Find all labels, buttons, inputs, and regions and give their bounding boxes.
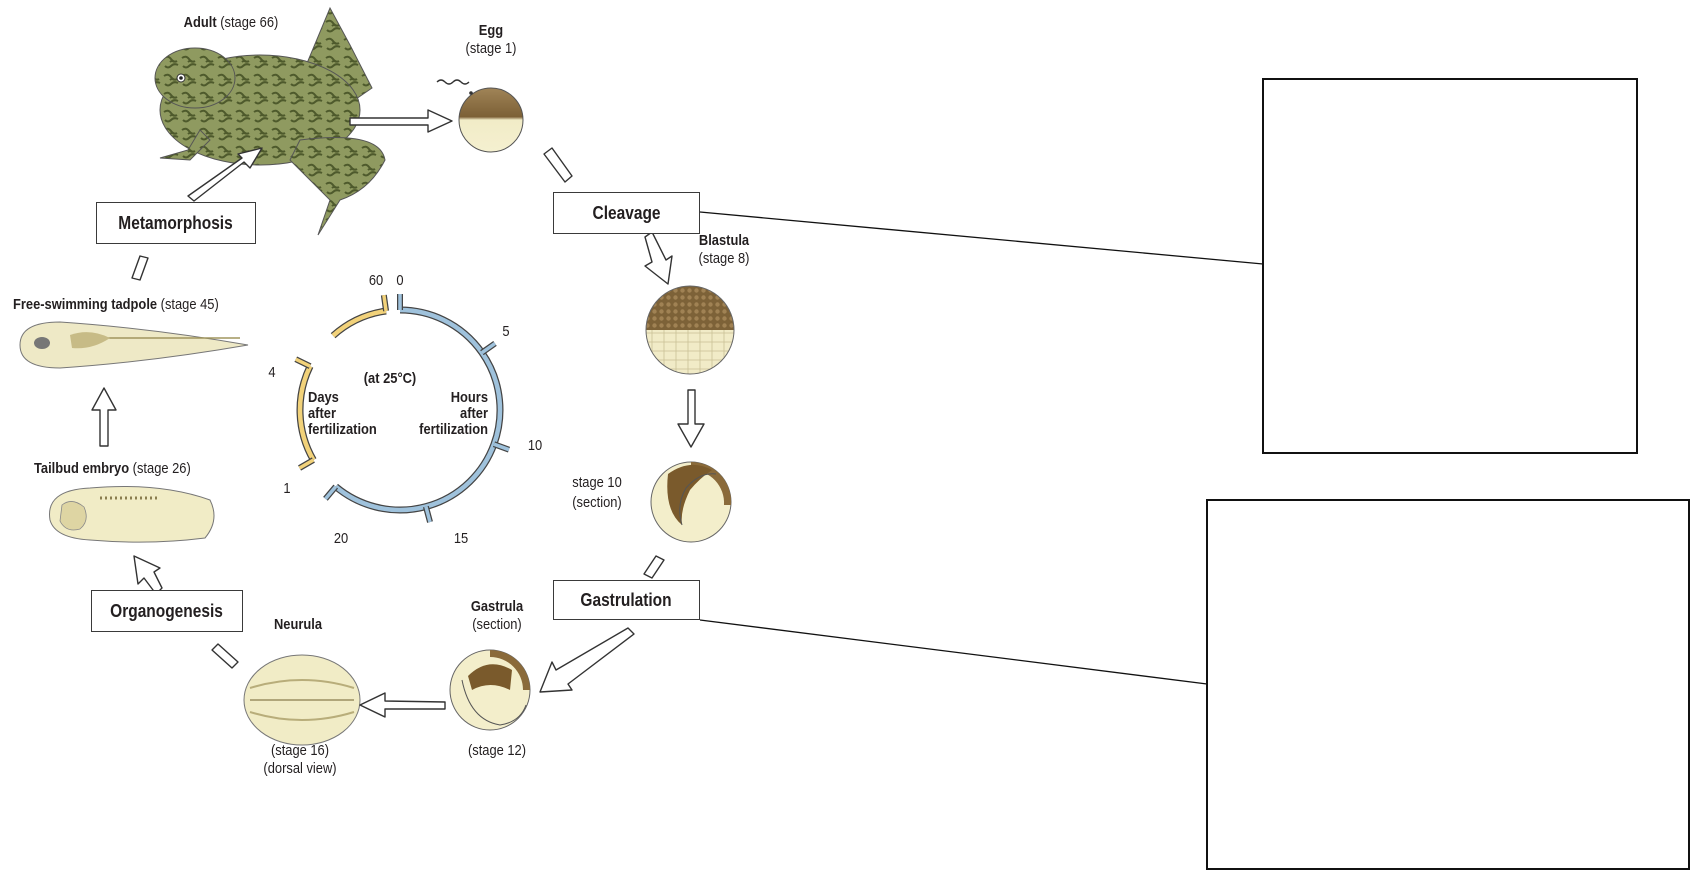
blastula-illustration [645,285,735,375]
day-tick-label-1: 1 [283,480,291,497]
hour-tick-label-15: 15 [453,530,469,547]
gastrula-stage: (stage 12) [467,742,527,759]
day-tick-label-60: 60 [368,272,384,289]
adult-frog-illustration [154,6,386,236]
stage10-illustration [650,461,732,543]
hour-tick-label-5: 5 [502,323,510,340]
hours-label-line3: fertilization [419,421,488,438]
hour-tick-label-0: 0 [396,272,404,289]
cleavage-label: Cleavage [592,202,661,223]
cleavage-leader-line [699,211,1264,265]
blastula-stage: (stage 8) [698,250,750,267]
cleavage-answer-box[interactable] [1262,78,1638,454]
egg-name: Egg [478,22,504,39]
gastrulation-box: Gastrulation [553,580,700,620]
adult-stage: (stage 66) [220,14,279,31]
tailbud-stage: (stage 26) [132,460,191,477]
tadpole-stage: (stage 45) [160,296,219,313]
stage10-label: stage 10 [572,474,622,491]
egg-stage: (stage 1) [465,40,517,57]
cleavage-box: Cleavage [553,192,700,234]
hours-label-line1: Hours [450,389,488,406]
hour-tick-label-10: 10 [527,437,543,454]
day-tick-60 [382,294,388,312]
gastrulation-leader-line [699,619,1208,685]
day-tick-4 [294,357,311,368]
adult-label: Adult (stage 66) [175,14,287,32]
days-arc-lower [297,365,316,462]
tailbud-illustration [49,486,215,543]
days-label-line3: fertilization [308,421,377,438]
day-tick-label-4: 4 [268,364,276,381]
gastrula-name: Gastrula [470,598,524,615]
organogenesis-label: Organogenesis [110,600,224,621]
hours-arc [334,307,503,513]
hour-tick-5 [480,342,497,355]
tailbud-label: Tailbud embryo (stage 26) [34,460,191,478]
hour-tick-15 [424,506,432,523]
hour-tick-label-20: 20 [333,530,349,547]
days-label: Days after fertilization [308,390,377,438]
neurula-view: (dorsal view) [263,760,337,777]
gastrula-section-label: (section) [472,616,522,633]
neurula-name: Neurula [273,616,323,633]
organogenesis-box: Organogenesis [91,590,243,632]
neurula-illustration [243,654,361,746]
days-label-line2: after [308,405,336,422]
hours-label: Hours after fertilization [412,390,488,438]
gastrulation-label: Gastrulation [580,589,673,610]
hours-label-line2: after [460,405,488,422]
clock-center-label: (at 25°C) [363,370,417,387]
days-arc-upper [331,308,387,338]
tadpole-label: Free-swimming tadpole (stage 45) [13,296,219,314]
metamorphosis-label: Metamorphosis [118,212,234,233]
neurula-stage: (stage 16) [270,742,330,759]
adult-name: Adult [183,14,217,31]
cycle-arrows [91,109,705,718]
days-label-line1: Days [308,389,339,406]
day-tick-1 [298,458,315,470]
gastrulation-answer-box[interactable] [1206,499,1690,870]
metamorphosis-box: Metamorphosis [96,202,256,244]
tailbud-name: Tailbud embryo [34,460,130,477]
egg-illustration [436,79,524,153]
hour-tick-10 [493,442,510,452]
gastrula-illustration [449,649,531,731]
blastula-name: Blastula [698,232,750,249]
tadpole-name: Free-swimming tadpole [13,296,158,313]
time-clock [294,294,511,523]
hour-tick-20 [324,485,338,500]
tadpole-illustration [19,321,249,369]
stage10-section-label: (section) [572,494,622,511]
